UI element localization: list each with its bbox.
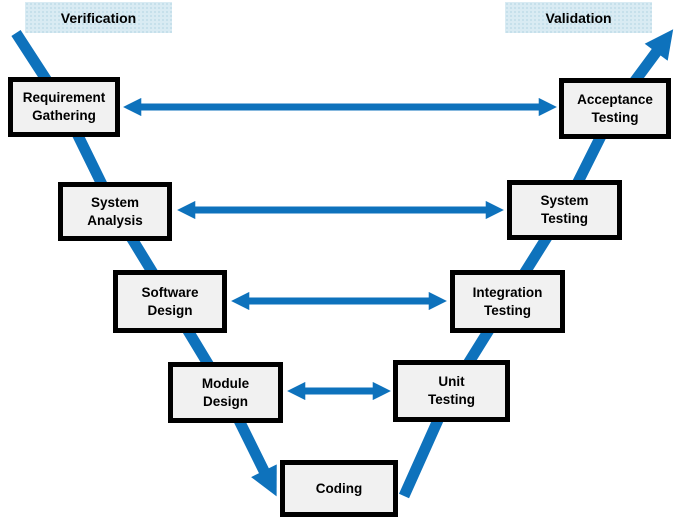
stage-box-coding: Coding xyxy=(280,460,398,517)
stage-label: Software Design xyxy=(141,284,199,318)
stage-box-software-design: Software Design xyxy=(113,270,227,333)
stage-box-module-design: Module Design xyxy=(168,362,283,423)
stage-box-integration-testing: Integration Testing xyxy=(450,270,565,333)
stage-box-acceptance-testing: Acceptance Testing xyxy=(559,78,671,139)
stage-label: System Testing xyxy=(540,193,589,226)
stage-label: Coding xyxy=(315,480,363,496)
stage-label: Requirement Gathering xyxy=(22,90,106,123)
verification-label: Verification xyxy=(25,2,172,33)
stage-box-system-testing: System Testing xyxy=(507,180,622,240)
stage-box-system-analysis: System Analysis xyxy=(58,182,172,241)
stage-label: System Analysis xyxy=(87,194,143,228)
stage-box-requirement-gathering: Requirement Gathering xyxy=(8,77,120,137)
stage-label: Acceptance Testing xyxy=(577,91,653,125)
stage-label: Module Design xyxy=(201,375,250,409)
stage-label: Unit Testing xyxy=(428,374,475,407)
stage-label: Integration Testing xyxy=(472,284,543,318)
stage-box-unit-testing: Unit Testing xyxy=(393,360,510,422)
validation-label: Validation xyxy=(505,2,652,33)
